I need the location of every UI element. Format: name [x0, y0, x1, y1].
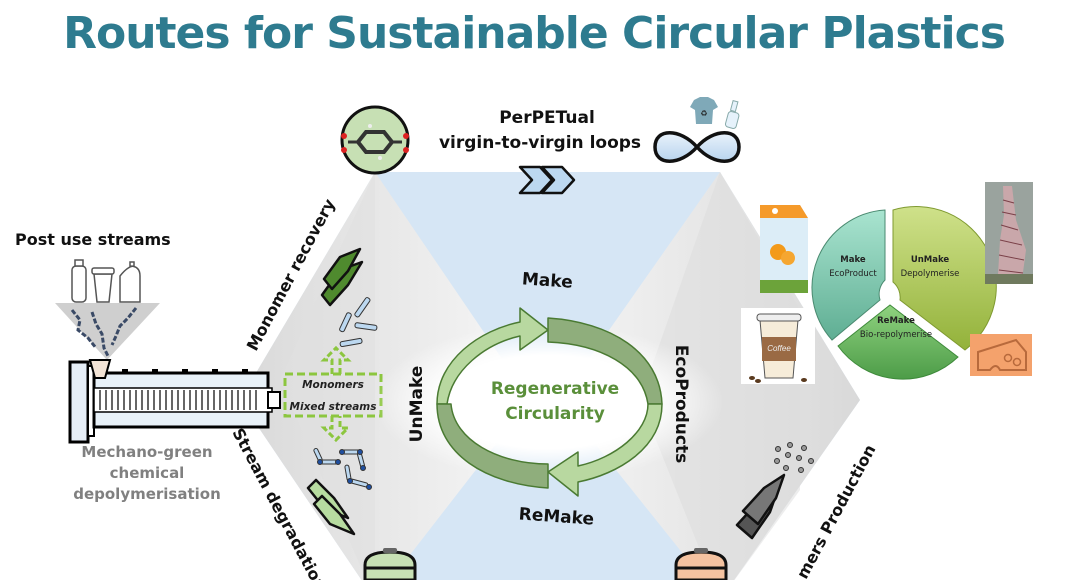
pellets-icon	[774, 442, 814, 473]
pie-segment-remake	[837, 304, 959, 380]
degraded-textile-photo	[985, 182, 1033, 284]
monomers-label: Monomers	[302, 379, 364, 391]
monomer-rods-icon	[339, 297, 378, 348]
coffee-cup-icon: Coffee	[741, 308, 815, 384]
pie-remake-title: ReMake	[877, 316, 915, 326]
green-reactor-icon	[363, 548, 417, 580]
tshirt-icon: ♻	[690, 97, 718, 124]
virgin-loops-label: virgin-to-virgin loops	[439, 133, 641, 153]
coffee-label: Coffee	[767, 344, 791, 353]
cycle-arrow-bottom-left	[436, 403, 549, 489]
circularity-label: Circularity	[505, 404, 605, 424]
juice-carton-icon	[760, 205, 808, 293]
pie-segment-make	[811, 209, 886, 341]
depolymerisation-label: depolymerisation	[73, 485, 221, 503]
mechano-green-label: Mechano-green	[81, 443, 212, 461]
unmake-label: UnMake	[407, 366, 427, 443]
svg-text:♻: ♻	[700, 109, 707, 118]
post-use-containers-icon	[71, 259, 141, 303]
pie-cycle-chart	[811, 206, 997, 380]
pie-segment-unmake	[892, 206, 997, 351]
stream-degradation-chevrons-icon	[306, 478, 356, 536]
pie-unmake-subtitle: Depolymerise	[901, 269, 960, 279]
pie-unmake-title: UnMake	[911, 255, 950, 265]
forward-chevrons-icon	[518, 165, 576, 195]
page-title: Routes for Sustainable Circular Plastics	[63, 8, 1006, 59]
pie-make-subtitle: EcoProduct	[829, 269, 877, 279]
chemical-label: chemical	[110, 464, 185, 482]
ecoproducts-label: EcoProducts	[671, 345, 691, 464]
regenerative-label: Regenerative	[491, 379, 619, 399]
bottle-icon	[724, 100, 740, 129]
output-streams-box	[283, 345, 383, 443]
post-use-streams-heading: Post use streams	[15, 230, 171, 249]
make-label: Make	[521, 269, 573, 292]
regenerative-cycle-arrows	[436, 307, 663, 497]
cheese-icon	[970, 334, 1032, 376]
pie-remake-subtitle: Bio-repolymerise	[860, 330, 932, 340]
mixed-stream-rods-icon	[313, 447, 372, 490]
monomer-recovery-chevrons-icon	[320, 247, 364, 307]
perpetual-label: PerPETual	[499, 108, 595, 128]
mixed-streams-label: Mixed streams	[290, 401, 377, 413]
orange-reactor-icon	[674, 548, 728, 580]
hopper-funnel-cone	[55, 303, 160, 360]
terephthalic-acid-molecule-icon	[340, 105, 410, 175]
extruder-icon	[68, 359, 281, 444]
infinity-loop-icon	[653, 131, 741, 163]
pie-make-title: Make	[840, 255, 866, 265]
polymer-chains-icon	[70, 307, 138, 357]
polymers-production-chevrons-icon	[735, 473, 786, 540]
